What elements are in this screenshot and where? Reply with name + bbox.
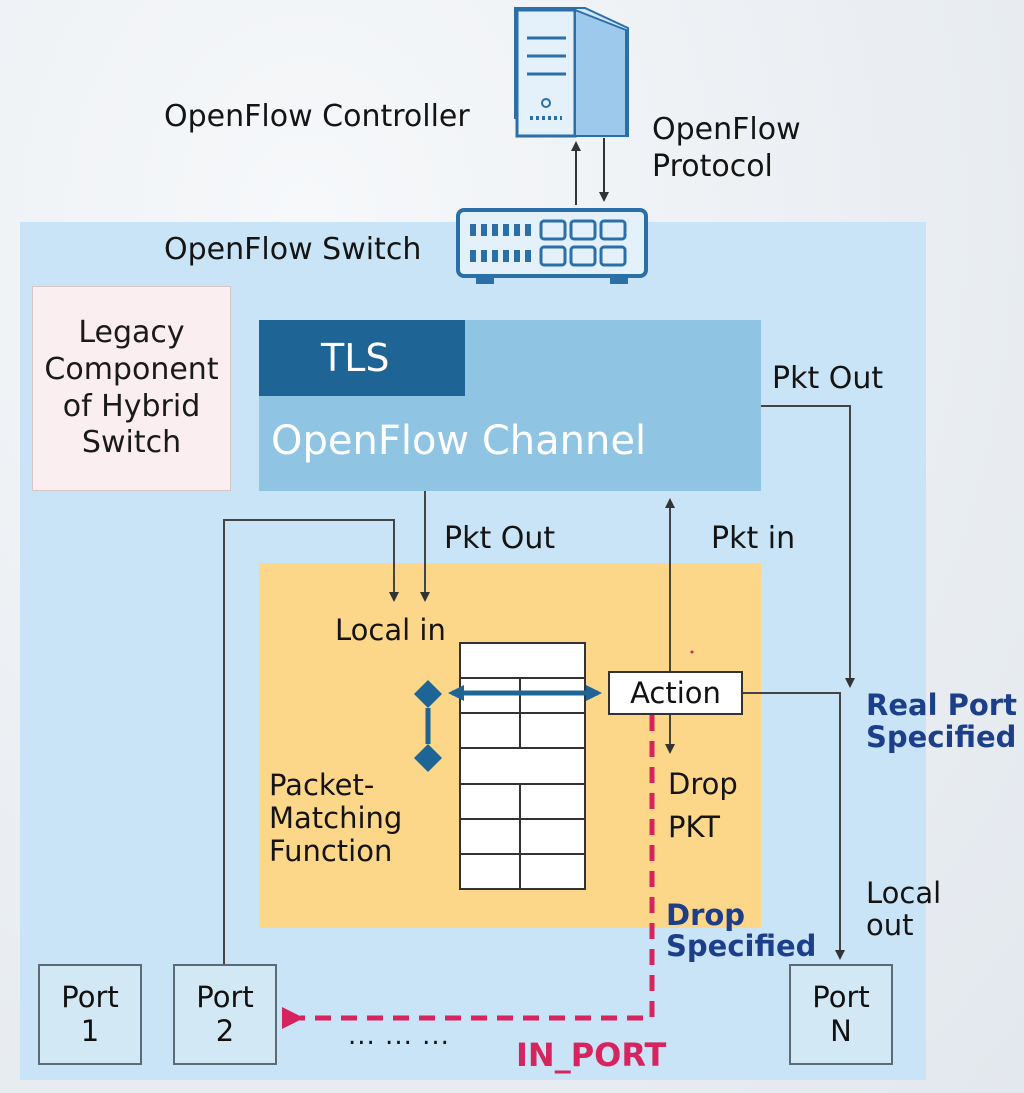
pmf-label-line1: Packet- (269, 768, 375, 802)
real-port-label-line2: Specified (866, 720, 1017, 754)
local-out-label-line1: Local (866, 876, 942, 910)
tls-box: TLS (259, 320, 465, 396)
ports-ellipsis: ... ... ... (348, 1021, 450, 1051)
drop-specified-label-line2: Specified (666, 929, 817, 963)
port-1-number: 1 (80, 1013, 100, 1048)
pkt-in-label: Pkt in (711, 521, 796, 556)
port-2: Port 2 (173, 964, 277, 1065)
drop-pkt-label-line2: PKT (668, 810, 720, 844)
matching-diamond-icon (414, 680, 442, 772)
server-icon (514, 7, 629, 138)
drop-specified-label-line1: Drop (666, 898, 746, 932)
action-box: Action (608, 671, 743, 715)
local-in-label: Local in (335, 613, 446, 647)
pmf-label-line2: Matching (269, 801, 403, 835)
protocol-label-line1: OpenFlow (652, 112, 801, 147)
port-1: Port 1 (38, 964, 142, 1065)
port-2-number: 2 (215, 1013, 235, 1048)
local-out-label-line2: out (866, 908, 914, 942)
controller-label: OpenFlow Controller (164, 99, 470, 134)
port-n-number: N (830, 1013, 852, 1048)
drop-pkt-label-line1: Drop (668, 767, 738, 801)
network-switch-icon (456, 208, 648, 284)
protocol-label-line2: Protocol (652, 149, 773, 184)
switch-label: OpenFlow Switch (164, 232, 422, 267)
legacy-component-label: Legacy Component of Hybrid Switch (44, 315, 219, 461)
legacy-component-box: Legacy Component of Hybrid Switch (32, 286, 231, 491)
port-2-name: Port (196, 980, 254, 1015)
port-n-name: Port (812, 980, 870, 1015)
port-n: Port N (789, 964, 893, 1065)
action-label: Action (630, 676, 721, 710)
pkt-out-center-label: Pkt Out (444, 521, 556, 556)
pmf-label-line3: Function (269, 834, 393, 868)
real-port-label-line1: Real Port (866, 688, 1017, 722)
in-port-label: IN_PORT (516, 1036, 667, 1074)
tls-label: TLS (321, 336, 390, 380)
flow-table (459, 642, 586, 890)
openflow-channel-label: OpenFlow Channel (271, 418, 647, 464)
pkt-out-right-label: Pkt Out (772, 361, 884, 396)
port-1-name: Port (61, 980, 119, 1015)
